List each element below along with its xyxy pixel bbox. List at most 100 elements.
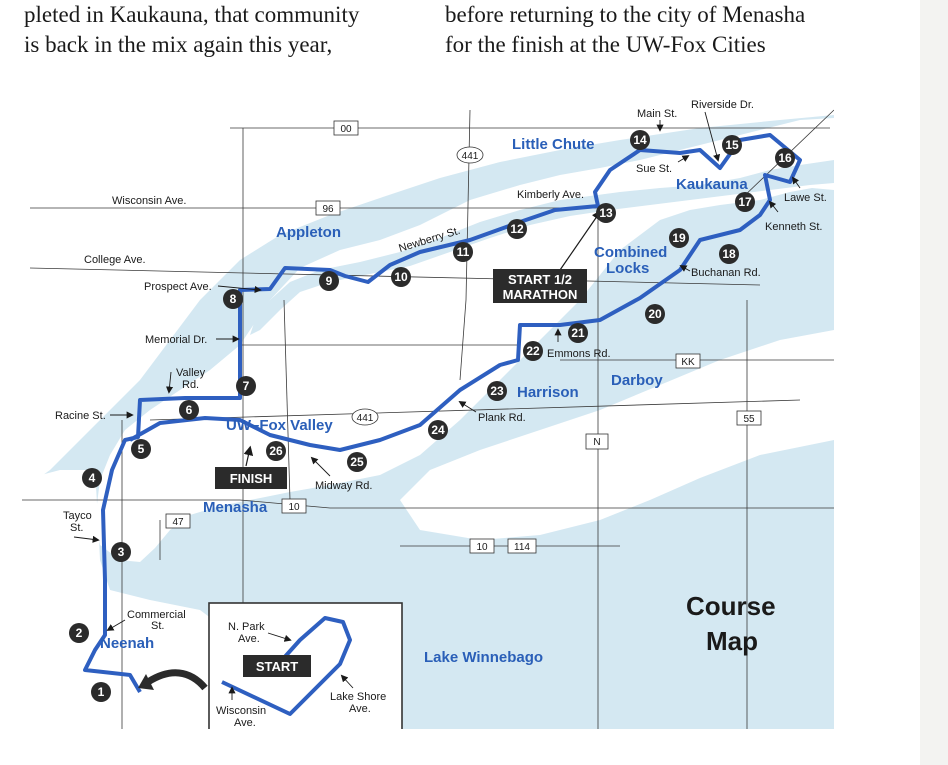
svg-text:7: 7	[243, 379, 250, 393]
town-appleton: Appleton	[276, 224, 341, 241]
mile-marker-10: 10	[391, 267, 411, 287]
mile-marker-13: 13	[596, 203, 616, 223]
svg-text:21: 21	[571, 326, 585, 340]
label-midway-rd: Midway Rd.	[315, 480, 372, 492]
label-racine-st: Racine St.	[55, 410, 106, 422]
label-valley-rd-2: Rd.	[182, 379, 199, 391]
inset-wisconsin-2: Ave.	[234, 717, 256, 729]
mile-marker-1: 1	[91, 682, 111, 702]
label-buchanan-rd: Buchanan Rd.	[691, 267, 761, 279]
svg-text:19: 19	[672, 231, 686, 245]
mile-marker-16: 16	[775, 148, 795, 168]
svg-text:16: 16	[778, 151, 792, 165]
finish-label: FINISH	[230, 471, 273, 486]
svg-text:2: 2	[76, 626, 83, 640]
svg-text:12: 12	[510, 222, 524, 236]
hwy-114: 114	[514, 542, 530, 553]
svg-text:11: 11	[457, 245, 470, 259]
mile-marker-11: 11	[453, 242, 473, 262]
svg-text:6: 6	[186, 403, 193, 417]
map-title-map: Map	[706, 626, 758, 656]
label-tayco-st-1: Tayco	[63, 510, 92, 522]
inset-lake-shore-2: Ave.	[349, 703, 371, 715]
marathon-route	[83, 133, 802, 694]
hwy-55: 55	[743, 414, 755, 425]
inset-lake-shore-1: Lake Shore	[330, 691, 386, 703]
label-kimberly-ave: Kimberly Ave.	[517, 189, 584, 201]
svg-text:14: 14	[633, 133, 647, 147]
label-commercial-st-1: Commercial	[127, 609, 186, 621]
hwy-n: N	[593, 437, 600, 448]
mile-marker-22: 22	[523, 341, 543, 361]
svg-text:22: 22	[526, 344, 540, 358]
svg-text:20: 20	[648, 307, 662, 321]
svg-text:3: 3	[118, 545, 125, 559]
hwy-10-south: 10	[476, 542, 488, 553]
svg-text:10: 10	[394, 270, 408, 284]
svg-text:17: 17	[738, 195, 752, 209]
start-inset: N. Park Ave. START Lake Shore Ave. Wisco…	[208, 602, 403, 729]
mile-marker-23: 23	[487, 381, 507, 401]
mile-marker-18: 18	[719, 244, 739, 264]
svg-text:25: 25	[350, 455, 364, 469]
svg-text:23: 23	[490, 384, 504, 398]
mile-marker-12: 12	[507, 219, 527, 239]
mile-marker-2: 2	[69, 623, 89, 643]
town-little-chute: Little Chute	[512, 136, 595, 153]
mile-markers: 1 2 3 4 5 6 7 8 9 10 11 12 13 14 15 16 1…	[69, 130, 795, 702]
mile-marker-6: 6	[179, 400, 199, 420]
mile-marker-7: 7	[236, 376, 256, 396]
land-north	[22, 92, 834, 490]
inset-start-label: START	[256, 659, 298, 674]
half-marathon-start-box: START 1/2 MARATHON	[493, 210, 602, 303]
mile-marker-9: 9	[319, 271, 339, 291]
text-line: for the finish at the UW-Fox Cities	[445, 32, 766, 57]
label-lawe-st: Lawe St.	[784, 192, 827, 204]
hwy-96: 96	[322, 204, 334, 215]
mile-marker-15: 15	[722, 135, 742, 155]
hwy-441-south: 441	[357, 413, 374, 424]
label-emmons-rd: Emmons Rd.	[547, 348, 611, 360]
hwy-47: 47	[172, 517, 184, 528]
svg-text:8: 8	[230, 292, 237, 306]
svg-text:15: 15	[725, 138, 739, 152]
label-valley-rd-1: Valley	[176, 367, 206, 379]
label-commercial-st-2: St.	[151, 620, 164, 632]
mile-marker-14: 14	[630, 130, 650, 150]
article-text-right: before returning to the city of Menasha …	[445, 0, 805, 60]
land-south-shore	[400, 330, 834, 540]
map-title-course: Course	[686, 591, 776, 621]
land-mass	[22, 92, 834, 562]
label-wisconsin-ave: Wisconsin Ave.	[112, 195, 186, 207]
label-kenneth-st: Kenneth St.	[765, 221, 823, 233]
mile-marker-21: 21	[568, 323, 588, 343]
svg-text:5: 5	[138, 442, 145, 456]
article-text-left: pleted in Kaukauna, that community is ba…	[24, 0, 359, 60]
inset-route	[221, 616, 352, 716]
svg-text:13: 13	[599, 206, 613, 220]
svg-text:4: 4	[89, 471, 96, 485]
hwy-441-north: 441	[462, 151, 479, 162]
text-line: is back in the mix again this year,	[24, 32, 333, 57]
mile-marker-5: 5	[131, 439, 151, 459]
label-tayco-st-2: St.	[70, 522, 83, 534]
svg-text:1: 1	[98, 685, 105, 699]
label-sue-st: Sue St.	[636, 163, 672, 175]
street-labels: Main St. Riverside Dr. Sue St. Lawe St. …	[55, 99, 827, 632]
hwy-kk: KK	[681, 357, 695, 368]
inset-n-park-1: N. Park	[228, 621, 265, 633]
hwy-00: 00	[340, 124, 352, 135]
page-edge	[920, 0, 948, 765]
town-menasha: Menasha	[203, 499, 268, 516]
mile-marker-25: 25	[347, 452, 367, 472]
text-line: pleted in Kaukauna, that community	[24, 2, 360, 27]
town-combined-locks-2: Locks	[606, 260, 649, 277]
mile-marker-20: 20	[645, 304, 665, 324]
land-neenah	[22, 470, 270, 729]
label-main-st: Main St.	[637, 108, 677, 120]
text-line: before returning to the city of Menasha	[445, 2, 806, 27]
town-uw-fox-valley: UW–Fox Valley	[226, 417, 333, 434]
svg-text:9: 9	[326, 274, 333, 288]
label-prospect-ave: Prospect Ave.	[144, 281, 212, 293]
